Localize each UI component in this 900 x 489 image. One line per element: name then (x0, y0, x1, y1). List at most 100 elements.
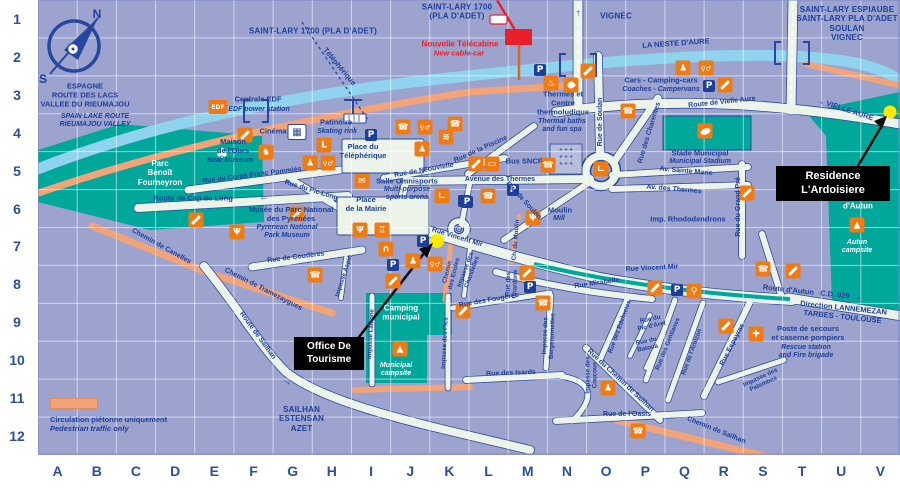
toilets-icon: ♀♂ (427, 256, 443, 272)
legend-text-en: Pedestrian traffic only (50, 424, 129, 433)
grid-col-A: A (52, 463, 63, 479)
ski-rental-icon (647, 280, 663, 296)
ski-rental-icon (385, 273, 401, 289)
grid-col-C: C (130, 463, 142, 479)
grid-row-11: 11 (9, 390, 25, 407)
ski-school-icon: ⚲ (686, 283, 702, 299)
grid-col-D: D (170, 463, 181, 479)
stade-municipal-area (662, 115, 752, 151)
ice-skate-icon: L (316, 137, 332, 153)
ski-rental-icon (519, 265, 535, 281)
legend-pedestrian: Circulation piétonne uniquement Pedestri… (50, 398, 167, 433)
row-header-strip (0, 0, 38, 455)
ski-rental-icon (468, 156, 484, 172)
thermal-baths-icon: ♨ (543, 75, 559, 91)
aud-guide-icon: ∩ (378, 241, 394, 257)
office-tourisme-line2: Tourisme (306, 353, 352, 365)
grid-row-4: 4 (13, 124, 21, 141)
grid-col-T: T (797, 463, 807, 479)
campsite-icon: ▲ (849, 217, 865, 233)
residence-ardoisiere-box: Residence L'Ardoisiere (776, 166, 890, 201)
phone-icon: ☎ (535, 295, 551, 311)
ski-rental-icon (717, 77, 733, 93)
road-dashes (790, 3, 794, 105)
grid-row-2: 2 (13, 48, 21, 65)
cinema-icon: ▦ (287, 124, 307, 140)
grid-col-F: F (249, 463, 258, 479)
ski-rental-icon (580, 63, 596, 79)
bear-museum-icon: ♞ (258, 144, 274, 160)
grid-col-L: L (484, 463, 493, 479)
residence-line2: L'Ardoisiere (801, 183, 865, 196)
town-hall-icon: ♖ (374, 222, 390, 238)
parking-icon: P (671, 284, 683, 296)
grid-row-7: 7 (13, 238, 21, 255)
phone-icon: ☎ (480, 188, 496, 204)
phone-icon: ☎ (540, 157, 556, 173)
ski-rental-icon (237, 127, 253, 143)
toilets-icon: ♀♂ (698, 60, 714, 76)
sports-hall-icon: ∟ (434, 188, 450, 204)
grid-col-B: B (91, 463, 102, 479)
grid-col-S: S (758, 463, 768, 479)
grid-col-J: J (406, 463, 415, 479)
phone-icon: ☎ (395, 119, 411, 135)
ski-rental-icon (739, 185, 755, 201)
services-icon: ♟ (675, 60, 691, 76)
grid-col-U: U (836, 463, 847, 479)
grid-col-P: P (640, 463, 650, 479)
grid-row-9: 9 (13, 314, 21, 331)
phone-icon: ☎ (620, 103, 636, 119)
ski-rental-icon (718, 318, 734, 334)
parking-icon: P (703, 80, 715, 92)
parking-icon: P (524, 281, 536, 293)
parking-icon: P (417, 235, 429, 247)
ski-rental-icon (455, 303, 471, 319)
parking-icon: P (461, 196, 473, 208)
residence-line1: Residence (805, 169, 861, 182)
grid-col-R: R (718, 463, 729, 479)
parking-icon: P (534, 64, 546, 76)
grid-col-I: I (369, 463, 373, 479)
grid-row-12: 12 (9, 428, 25, 445)
playground-icon: ♟ (414, 141, 430, 157)
visitor-icon: ♟ (302, 155, 318, 171)
column-header-strip (0, 455, 900, 489)
office-tourisme-box: Office De Tourisme (294, 337, 364, 370)
post-office-icon: ✉ (354, 173, 370, 189)
parking-icon: P (365, 129, 377, 141)
hotel-icon: ∟ (593, 161, 609, 177)
fountain-icon: Ψ (525, 210, 541, 226)
grid-col-N: N (561, 463, 573, 479)
compass-rose (47, 17, 101, 75)
parking-icon: P (507, 184, 519, 196)
map-frame (37, 0, 900, 455)
phone-icon: ☎ (755, 261, 771, 277)
grid-col-V: V (875, 463, 886, 479)
legend-text-fr: Circulation piétonne uniquement (50, 415, 168, 424)
camping-autun-area (806, 92, 900, 310)
toilets-icon: ♀♂ (417, 119, 433, 135)
grid-col-G: G (287, 463, 299, 479)
grid-row-10: 10 (9, 352, 25, 369)
campsite-icon: ▲ (392, 341, 408, 357)
grid-row-3: 3 (13, 86, 21, 103)
office-tourisme-marker (430, 234, 444, 248)
edf-power-station-icon: EDF (208, 100, 228, 114)
ski-rental-icon (785, 263, 801, 279)
place-telepherique-area (341, 138, 425, 174)
grid-row-6: 6 (13, 200, 21, 217)
telepherique-line (301, 21, 369, 124)
grid-row-5: 5 (13, 162, 21, 179)
fountain-icon: Ψ (229, 224, 245, 240)
rafting-icon: ≋ (438, 129, 454, 145)
camping-municipal-area (366, 293, 452, 383)
toilets-icon: ♀♂ (320, 155, 336, 171)
climbing-icon: ♟ (600, 380, 616, 396)
grid-row-1: 1 (13, 10, 21, 27)
fountain-icon: Ψ (352, 222, 368, 238)
shower-icon: ♟ (405, 253, 421, 269)
grid-col-M: M (521, 463, 534, 479)
